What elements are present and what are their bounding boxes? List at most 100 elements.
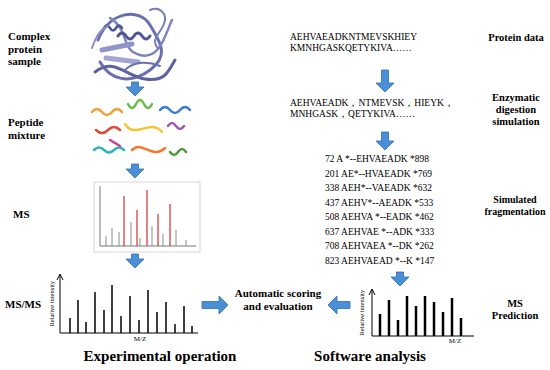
flow-arrow — [328, 296, 350, 314]
fragment-line: 637 AEHVAE *--ADK *333 — [325, 227, 495, 238]
peptide-fragments-part — [128, 100, 152, 108]
predicted-spectrum-chart-part — [372, 336, 474, 337]
ms-spectrum — [94, 182, 200, 252]
msms-chart-part-part — [69, 318, 71, 333]
predicted-spectrum-chart-part-part — [397, 320, 400, 336]
protein-structure-part — [92, 26, 108, 48]
protein-structure-part — [102, 44, 132, 50]
msms-chart-part-part — [183, 306, 185, 333]
ms-spectrum-part-part — [169, 204, 170, 246]
predicted-spectrum-chart-part-part — [388, 300, 391, 336]
protein-structure-part — [98, 14, 162, 79]
ms-spectrum-part-part — [146, 190, 147, 246]
ms-spectrum-part-part — [186, 240, 187, 246]
peptide-fragments — [92, 100, 190, 155]
flow-arrow — [202, 296, 228, 314]
peptide-stage: Peptide mixture — [5, 96, 195, 164]
step-label: MS — [13, 208, 53, 221]
peptide-fragments-part — [96, 127, 120, 133]
msms-chart-part-part — [85, 322, 87, 333]
protein-structure — [92, 9, 175, 80]
msms-chart-part-part — [138, 320, 140, 333]
fragment-line: 201 AE*--HVAEADK *769 — [325, 169, 495, 180]
ms-spectrum-part-part — [163, 234, 164, 246]
ms-spectrum-part-part — [152, 226, 153, 246]
peptide-fragments-part — [125, 124, 162, 132]
ms-spectrum-part — [94, 182, 200, 252]
step-label: Protein data — [485, 32, 547, 44]
peptide-fragments-part — [160, 107, 190, 113]
section-title: Software analysis — [290, 348, 450, 365]
predicted-spectrum-chart-part-part — [442, 312, 445, 336]
peptide-fragments-part — [94, 148, 124, 153]
msms-chart-part — [60, 333, 198, 334]
predicted-spectrum-chart-part-part — [451, 298, 454, 336]
msms-chart-part-part — [191, 326, 193, 333]
msms-chart-part-part — [77, 300, 79, 333]
ms-spectrum-part — [124, 190, 170, 246]
protein-stage: Complex protein sample — [5, 2, 195, 82]
peptide-fragments-part — [170, 149, 186, 155]
sequence-text: AEHVAEADKNTMEVSKHIEY KMNHGASKQETYKIVA…… — [290, 32, 475, 54]
predicted-spectrum-chart-part-part — [460, 318, 463, 336]
msms-chart-part-part — [129, 296, 131, 333]
msms-stage: MS/MSRelative intensityM/Z — [5, 268, 202, 346]
fragment-line: 708 AEHVAEA *--DK *262 — [325, 241, 495, 252]
predicted-spectrum-chart-part-part — [424, 296, 427, 336]
protein-data-stage: AEHVAEADKNTMEVSKHIEY KMNHGASKQETYKIVA…… P… — [285, 28, 547, 70]
section-title: Experimental operation — [80, 348, 240, 365]
axis-label: M/Z — [125, 335, 155, 343]
ms-stage: MS — [5, 178, 200, 254]
msms-chart — [57, 274, 198, 333]
ms-spectrum-part — [100, 246, 196, 247]
step-label: Peptide mixture — [8, 116, 66, 141]
protein-structure-part — [125, 63, 160, 70]
protein-structure-part — [106, 58, 138, 62]
step-label: Enzymatic digestion simulation — [485, 92, 547, 128]
sequence-text: AEHVAEADK，NTMEVSK，HIEYK， MNHGASK，QETYKIV… — [290, 98, 475, 120]
axis-label: Relative intensity — [48, 275, 55, 333]
peptide-fragments-part — [110, 140, 120, 146]
flow-arrow — [126, 164, 144, 178]
prediction-stage: MS PredictionRelative intensityM/Z — [350, 286, 547, 346]
fragment-line: 338 AEH*--VAEADK *632 — [325, 183, 495, 194]
axis-label: Relative intensity — [358, 287, 365, 339]
msms-chart-part-part — [111, 285, 113, 333]
flow-arrow — [126, 254, 144, 268]
msms-chart-part-part — [165, 302, 167, 333]
msms-chart-part — [60, 275, 61, 333]
protein-structure-part — [110, 18, 172, 56]
peptide-fragments-part — [92, 109, 122, 115]
flow-arrow — [391, 272, 409, 286]
predicted-spectrum-chart — [369, 289, 474, 336]
msms-chart-part — [70, 285, 192, 333]
ms-spectrum-part-part — [123, 196, 124, 246]
msms-chart-part — [57, 274, 63, 280]
ms-spectrum-part-part — [119, 232, 120, 246]
predicted-spectrum-chart-part-part — [406, 296, 409, 336]
protein-structure-part — [150, 9, 165, 48]
ms-spectrum-part — [106, 222, 186, 246]
flow-arrow — [126, 82, 144, 96]
msms-chart-part-part — [103, 310, 105, 333]
predicted-spectrum-chart-part — [372, 290, 373, 336]
step-label: Automatic scoring and evaluation — [228, 287, 328, 312]
msms-chart-part-part — [147, 290, 149, 333]
msms-chart-part-part — [156, 312, 158, 333]
predicted-spectrum-chart-part — [380, 296, 461, 336]
fragment-line: 508 AEHVA *--EADK *462 — [325, 212, 495, 223]
ms-spectrum-part-part — [106, 236, 107, 246]
fragmentation-stage: 72 A *--EHVAEADK *898201 AE*--HVAEADK *7… — [285, 150, 547, 272]
predicted-spectrum-chart-part-part — [415, 306, 418, 336]
step-label: Simulated fragmentation — [483, 194, 547, 217]
ms-spectrum-part-part — [131, 222, 132, 246]
scoring-step: Automatic scoring and evaluation — [228, 284, 328, 320]
predicted-spectrum-chart-part-part — [433, 302, 436, 336]
protein-structure-part — [118, 33, 150, 39]
fragment-line: 823 AEHVAEAD *--K *147 — [325, 256, 495, 267]
axis-label: M/Z — [440, 337, 470, 345]
msms-chart-part-part — [174, 324, 176, 333]
msms-chart-part-part — [94, 292, 96, 333]
